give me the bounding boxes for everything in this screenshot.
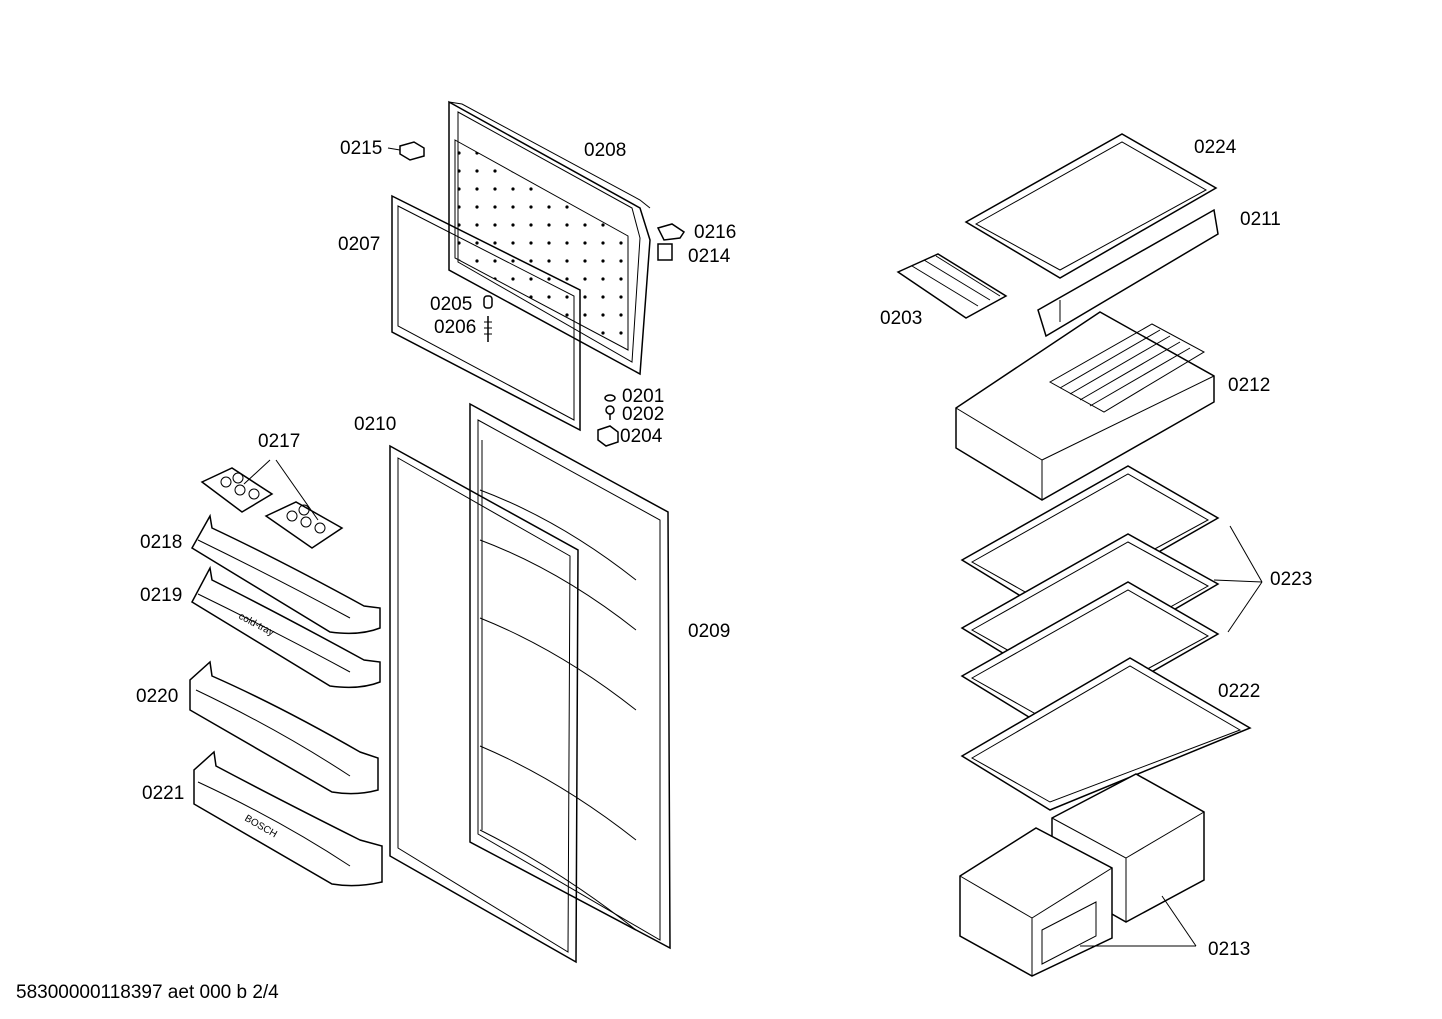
screw-part-0202	[605, 405, 615, 420]
freezer-lid-0224	[964, 133, 1218, 279]
label-0210: 0210	[354, 414, 396, 435]
label-0206: 0206	[434, 317, 476, 338]
label-0202: 0202	[622, 404, 664, 425]
egg-tray-0217-a	[200, 467, 274, 513]
part-labels: 0215 0208 0207 0216 0214 0205 0206 0201 …	[136, 137, 1312, 960]
glass-shelf-0222	[960, 657, 1252, 811]
label-0201: 0201	[622, 386, 664, 407]
door-gasket-0210	[389, 444, 579, 964]
label-0215: 0215	[340, 138, 382, 159]
bosch-mark: BOSCH	[243, 813, 279, 840]
label-0209: 0209	[688, 621, 730, 642]
door-rack-0219: cold-tray	[191, 565, 381, 689]
label-0207: 0207	[338, 234, 380, 255]
label-0203: 0203	[880, 308, 922, 329]
egg-tray-0217-b	[264, 501, 344, 549]
label-0214: 0214	[688, 246, 731, 267]
leader-lines	[243, 147, 1263, 947]
label-0213: 0213	[1208, 939, 1250, 960]
freezer-door-panel-0208	[448, 100, 651, 376]
label-0212: 0212	[1228, 375, 1270, 396]
hinge-part-0204	[597, 425, 619, 447]
label-0208: 0208	[584, 140, 626, 161]
fridge-door-0209	[469, 402, 671, 950]
glass-shelf-0223-c	[960, 581, 1220, 731]
label-0222: 0222	[1218, 681, 1260, 702]
freezer-drawer-0212	[955, 311, 1215, 501]
crisper-drawer-0213-a	[959, 827, 1113, 977]
door-rack-0221: BOSCH	[193, 750, 383, 887]
cold-tray-mark: cold-tray	[237, 611, 276, 639]
freezer-flap-0211	[1037, 208, 1219, 338]
label-0221: 0221	[142, 783, 184, 804]
door-rack-0220	[189, 660, 379, 795]
label-0220: 0220	[136, 686, 178, 707]
washer-part-0201	[604, 394, 616, 402]
label-0224: 0224	[1194, 137, 1237, 158]
clip-part-0215	[399, 141, 425, 161]
plug-part-0205	[483, 295, 493, 309]
clip-part-0214	[657, 243, 673, 261]
clip-part-0216	[656, 223, 686, 241]
label-0223: 0223	[1270, 569, 1312, 590]
label-0216: 0216	[694, 222, 736, 243]
door-rack-0218	[190, 513, 381, 635]
label-0204: 0204	[620, 426, 663, 447]
label-0219: 0219	[140, 585, 182, 606]
label-0217: 0217	[258, 431, 300, 452]
screw-part-0206	[484, 316, 492, 342]
label-0211: 0211	[1240, 209, 1281, 230]
freezer-gasket-0207	[391, 194, 581, 432]
ice-tray-0203	[896, 253, 1008, 319]
label-0218: 0218	[140, 532, 182, 553]
label-0205: 0205	[430, 294, 472, 315]
drawing-footer-code: 58300000118397 aet 000 b 2/4	[16, 982, 279, 1003]
